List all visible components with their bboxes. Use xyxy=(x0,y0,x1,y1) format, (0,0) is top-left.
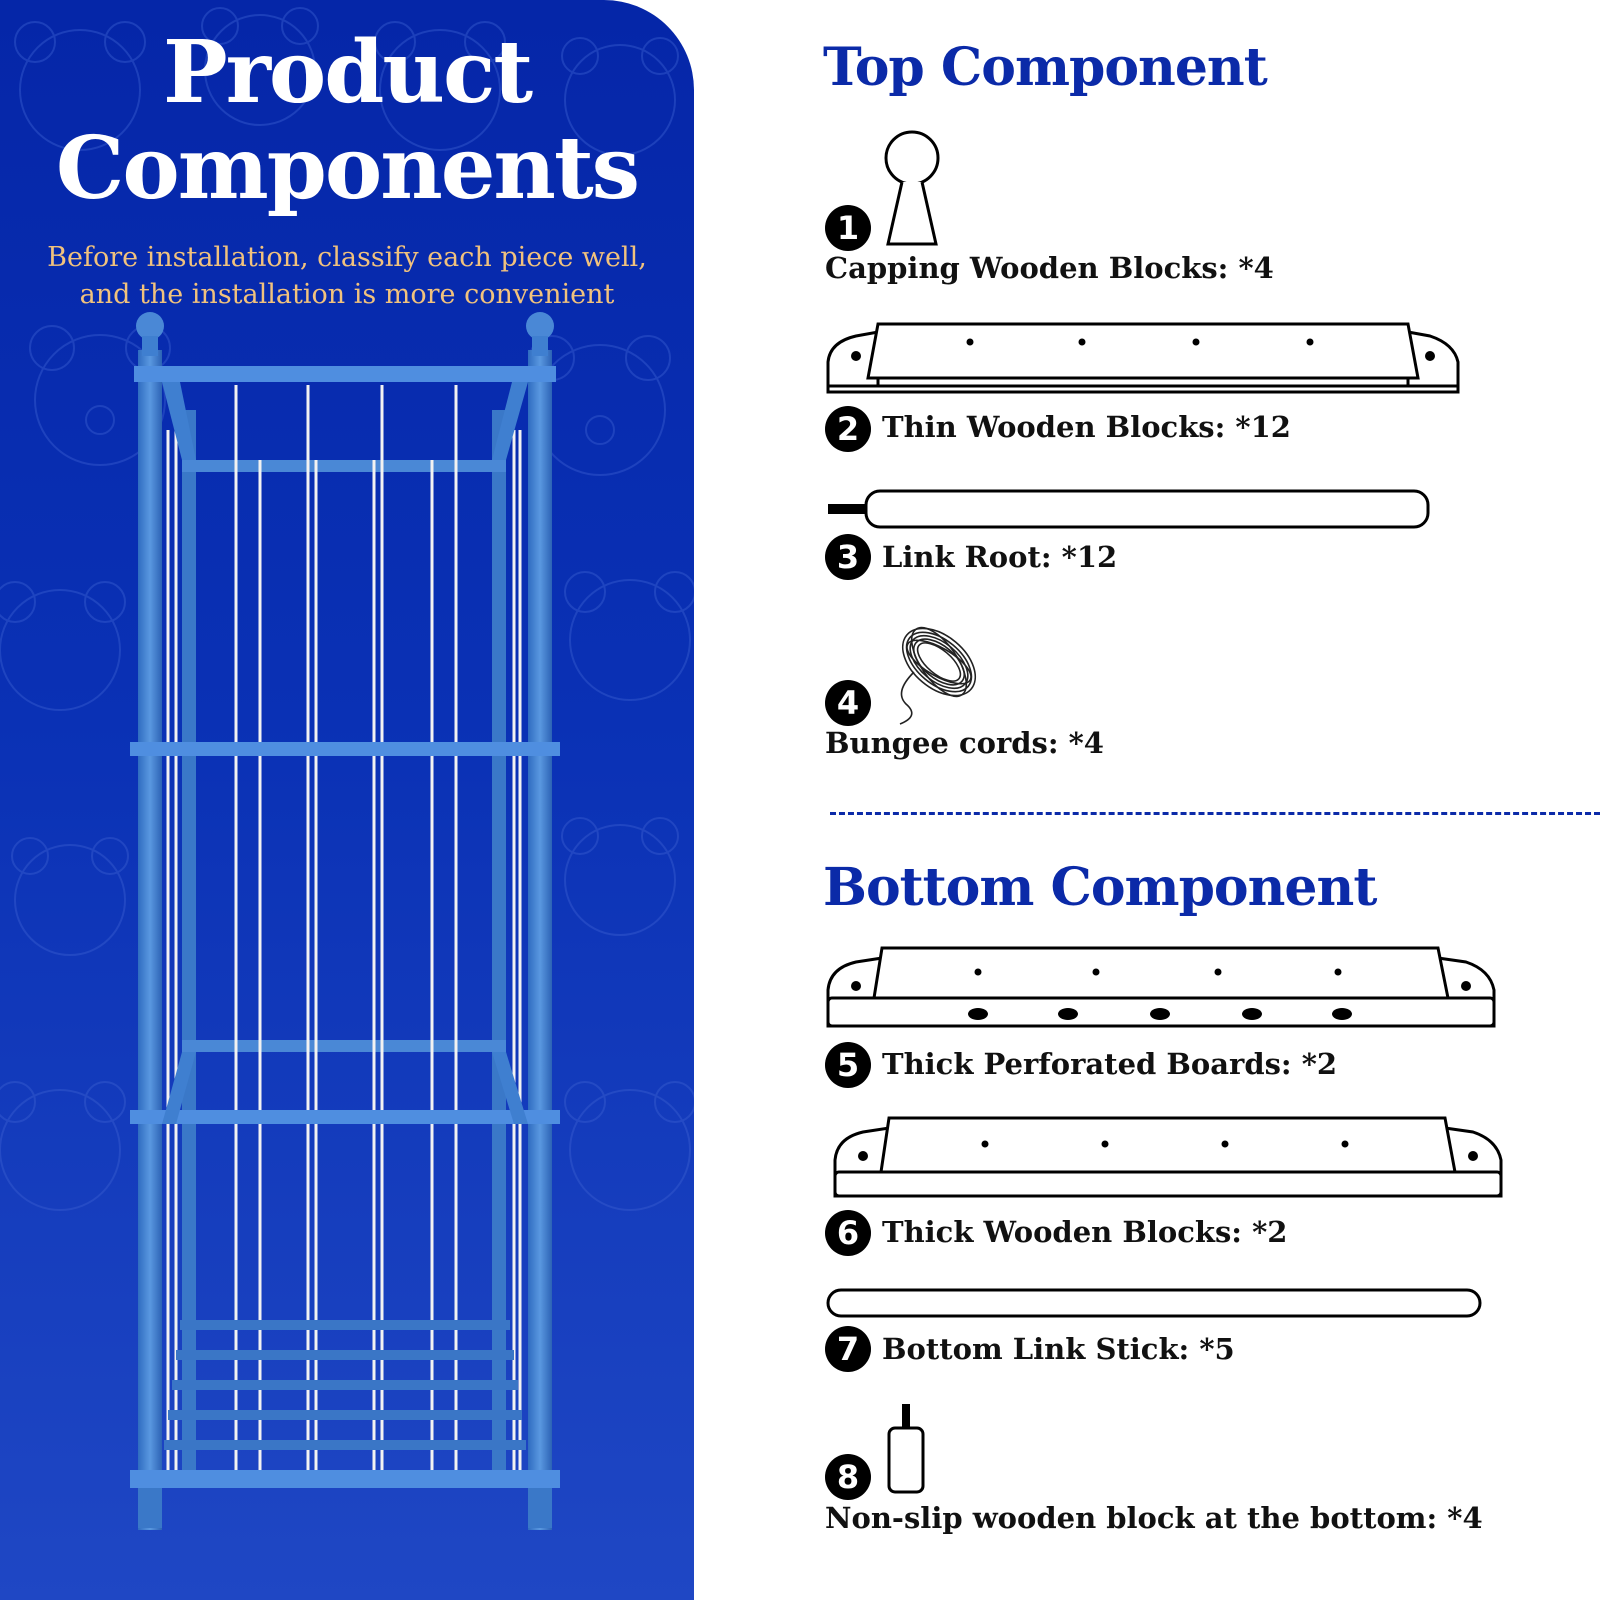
link-stick-icon xyxy=(826,1288,1482,1318)
bungee-cord-icon xyxy=(899,626,977,725)
capping-block-icon xyxy=(884,130,940,246)
item-7-badge: 7 xyxy=(825,1326,871,1372)
item-4-badge: 4 xyxy=(825,680,871,726)
shelf-image xyxy=(130,312,560,1530)
item-1-badge: 1 xyxy=(825,205,871,251)
link-root-icon xyxy=(828,489,1430,529)
bottom-component-title: Bottom Component xyxy=(823,857,1377,918)
item-2-label: Thin Wooden Blocks: *12 xyxy=(882,410,1291,444)
non-slip-foot-icon xyxy=(887,1404,925,1494)
section-divider xyxy=(830,812,1600,815)
subtitle-line2: and the installation is more convenient xyxy=(79,279,615,310)
perforated-board-icon xyxy=(826,946,1496,1028)
item-8-label: Non-slip wooden block at the bottom: *4 xyxy=(825,1501,1483,1535)
left-panel: Product Components Before installation, … xyxy=(0,0,694,1600)
thin-block-icon xyxy=(826,322,1460,394)
page-title-line2: Components xyxy=(55,118,640,219)
item-1-label: Capping Wooden Blocks: *4 xyxy=(825,251,1274,285)
item-3-badge: 3 xyxy=(825,534,871,580)
subtitle-line1: Before installation, classify each piece… xyxy=(47,242,647,273)
page-title-line1: Product xyxy=(162,22,533,123)
item-2-badge: 2 xyxy=(825,406,871,452)
item-7-label: Bottom Link Stick: *5 xyxy=(882,1332,1235,1366)
item-3-label: Link Root: *12 xyxy=(882,540,1118,574)
item-6-badge: 6 xyxy=(825,1210,871,1256)
top-component-title: Top Component xyxy=(823,37,1268,98)
thick-block-icon xyxy=(833,1116,1503,1198)
item-4-label: Bungee cords: *4 xyxy=(825,726,1104,760)
item-6-label: Thick Wooden Blocks: *2 xyxy=(882,1215,1288,1249)
item-8-badge: 8 xyxy=(825,1454,871,1500)
item-5-label: Thick Perforated Boards: *2 xyxy=(882,1047,1338,1081)
item-5-badge: 5 xyxy=(825,1042,871,1088)
